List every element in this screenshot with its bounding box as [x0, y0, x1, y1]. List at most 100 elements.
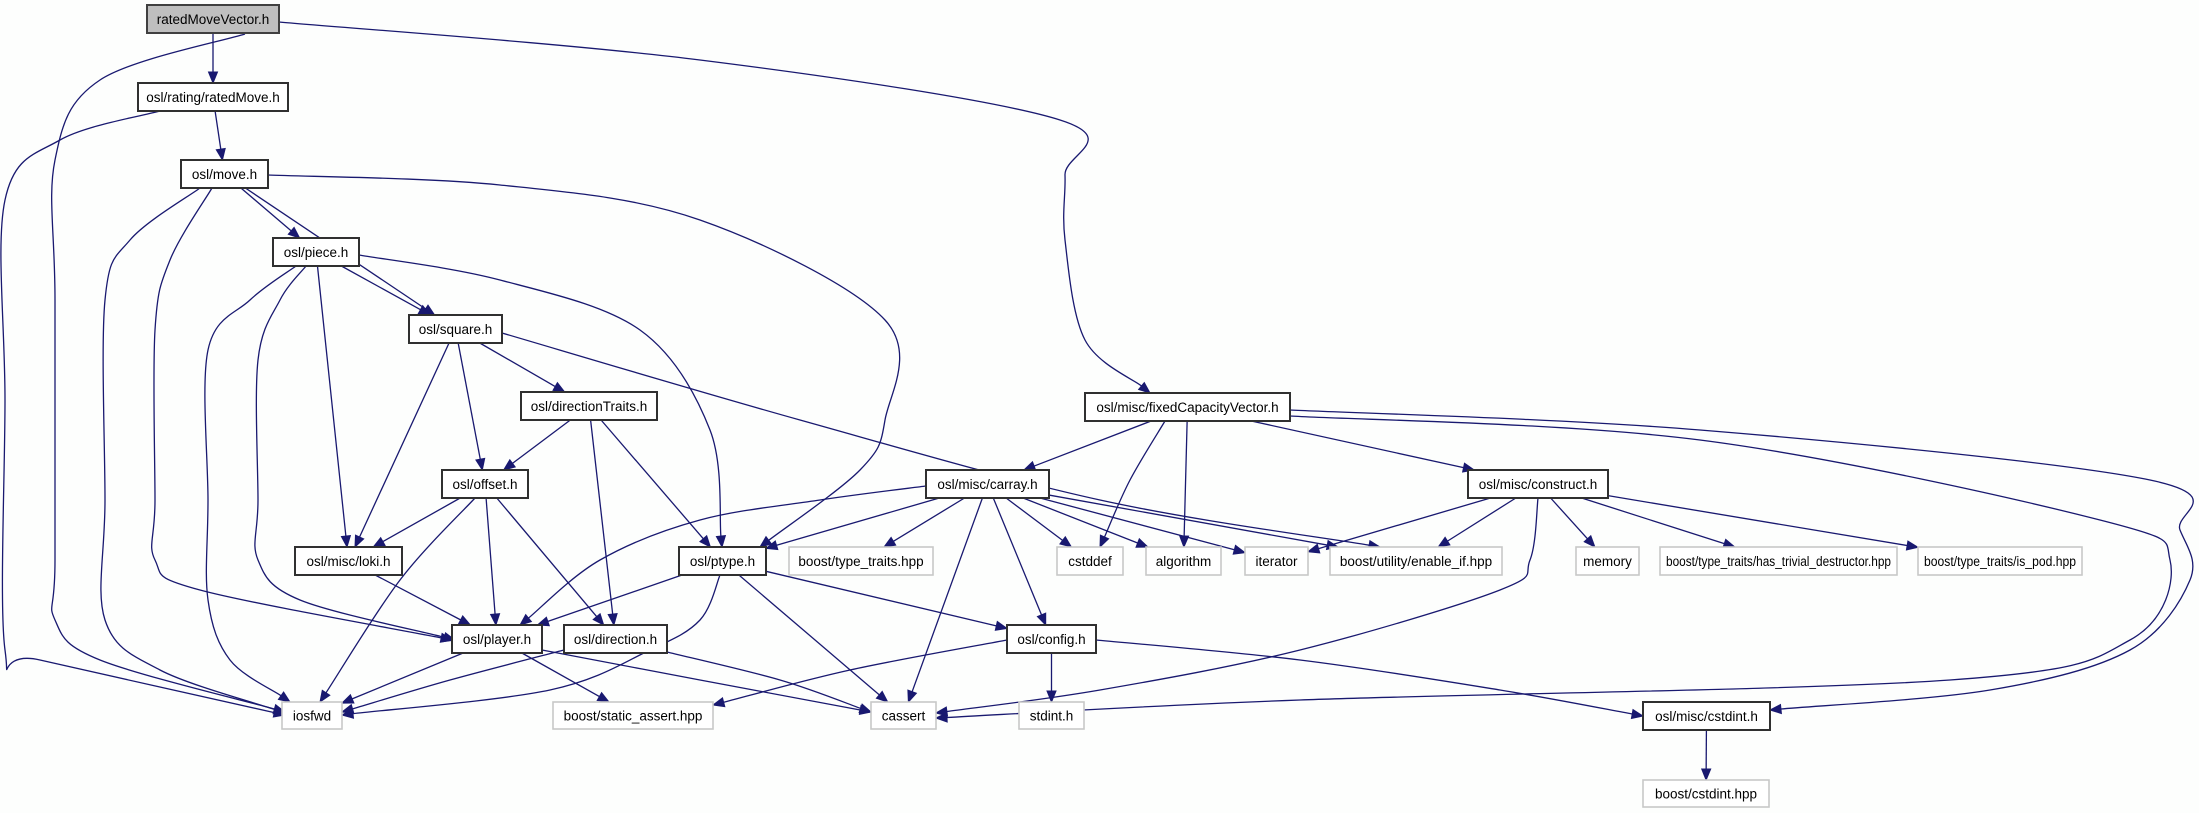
- node-box: [1642, 701, 1771, 731]
- edge-rmv-to-ratedMove: [207, 33, 219, 85]
- arrowhead-icon: [340, 693, 355, 704]
- edge-line: [278, 21, 1142, 387]
- edge-line: [946, 497, 1539, 713]
- arrowhead-icon: [1630, 708, 1645, 720]
- node-misc_cstdint[interactable]: osl/misc/cstdint.h: [1642, 701, 1771, 731]
- edge-ratedMove-to-iosfwd: [0, 110, 287, 718]
- node-loki[interactable]: osl/misc/loki.h: [294, 546, 403, 576]
- arrowhead-icon: [858, 703, 873, 714]
- arrowhead-icon: [287, 226, 301, 239]
- edge-line: [325, 497, 476, 694]
- node-label: boost/cstdint.hpp: [1655, 787, 1757, 802]
- node-ptype[interactable]: osl/ptype.h: [678, 546, 767, 576]
- edge-line: [911, 497, 984, 692]
- edge-construct-to-is_pod: [1607, 495, 1920, 551]
- edge-line: [51, 33, 275, 710]
- node-label: osl/direction.h: [574, 632, 657, 647]
- node-label: stdint.h: [1030, 709, 1074, 724]
- node-enable_if: boost/utility/enable_if.hpp: [1329, 546, 1503, 576]
- edge-misc_cstdint-to-boost_cstdint: [1700, 729, 1712, 782]
- edge-line: [214, 110, 222, 150]
- node-label: cstddef: [1068, 554, 1112, 569]
- edge-line: [1095, 639, 1633, 715]
- edge-square-to-enable_if: [501, 332, 1382, 551]
- edge-piece-to-square: [341, 265, 432, 316]
- node-box: [788, 546, 934, 576]
- node-label: algorithm: [1156, 554, 1212, 569]
- arrowhead-icon: [340, 703, 355, 714]
- node-config[interactable]: osl/config.h: [1006, 624, 1097, 654]
- node-dirTraits[interactable]: osl/directionTraits.h: [520, 391, 658, 421]
- arrowhead-icon: [592, 612, 605, 627]
- edges-layer: [0, 21, 2194, 782]
- edge-line: [240, 187, 292, 232]
- arrowhead-icon: [1099, 534, 1110, 549]
- arrowhead-icon: [354, 534, 365, 549]
- node-has_trivial: boost/type_traits/has_trivial_destructor…: [1659, 546, 1898, 576]
- edge-construct-to-memory: [1550, 497, 1596, 548]
- arrowhead-icon: [907, 689, 918, 704]
- arrowhead-icon: [711, 697, 726, 708]
- node-cstddef: cstddef: [1056, 546, 1124, 576]
- node-label: osl/square.h: [419, 322, 493, 337]
- node-ratedMove[interactable]: osl/rating/ratedMove.h: [137, 82, 289, 112]
- edge-line: [352, 649, 565, 710]
- edge-line: [479, 342, 556, 388]
- edge-construct-to-has_trivial: [1581, 497, 1737, 549]
- node-box: [1467, 469, 1609, 499]
- edge-config-to-stdint: [1046, 653, 1057, 704]
- arrowhead-icon: [882, 536, 897, 548]
- node-carray[interactable]: osl/misc/carray.h: [925, 469, 1050, 499]
- arrowhead-icon: [475, 457, 486, 472]
- node-memory: memory: [1575, 546, 1640, 576]
- node-box: [1642, 779, 1770, 808]
- node-construct[interactable]: osl/misc/construct.h: [1467, 469, 1609, 499]
- node-box: [294, 546, 403, 576]
- edge-line: [254, 265, 445, 638]
- edge-carray-to-player: [518, 485, 927, 626]
- arrowhead-icon: [934, 706, 949, 717]
- node-direction[interactable]: osl/direction.h: [563, 624, 668, 654]
- edge-line: [1289, 409, 2194, 710]
- arrowhead-icon: [536, 616, 551, 627]
- node-label: osl/ptype.h: [690, 554, 755, 569]
- node-player[interactable]: osl/player.h: [451, 624, 543, 654]
- edge-carray-to-config: [992, 497, 1047, 627]
- node-box: [520, 391, 658, 421]
- edge-piece-to-loki: [316, 265, 352, 549]
- node-fcv[interactable]: osl/misc/fixedCapacityVector.h: [1084, 392, 1291, 422]
- edge-line: [600, 419, 704, 540]
- node-label: osl/directionTraits.h: [531, 399, 648, 414]
- edge-fcv-to-misc_cstdint: [1289, 409, 2194, 715]
- edge-line: [723, 639, 1008, 703]
- arrowhead-icon: [715, 535, 727, 549]
- node-move[interactable]: osl/move.h: [180, 159, 269, 189]
- edge-ratedMove-to-move: [214, 110, 226, 162]
- edge-rmv-to-iosfwd: [51, 33, 287, 714]
- node-label: boost/type_traits/is_pod.hpp: [1924, 554, 2076, 569]
- node-offset[interactable]: osl/offset.h: [441, 469, 529, 499]
- node-label: iterator: [1255, 554, 1298, 569]
- edge-line: [1251, 420, 1464, 469]
- edge-offset-to-player: [485, 497, 501, 627]
- arrowhead-icon: [372, 536, 386, 548]
- edge-direction-to-cassert: [666, 651, 873, 714]
- node-label: osl/misc/fixedCapacityVector.h: [1096, 400, 1278, 415]
- node-label: boost/type_traits/has_trivial_destructor…: [1666, 554, 1891, 569]
- node-label: osl/misc/loki.h: [306, 554, 390, 569]
- node-label: cassert: [882, 709, 926, 724]
- edge-construct-to-enable_if: [1437, 497, 1517, 548]
- edge-carray-to-iterator: [1039, 497, 1247, 555]
- edge-config-to-misc_cstdint: [1095, 639, 1645, 720]
- edge-line: [1607, 495, 1908, 547]
- node-label: osl/offset.h: [452, 477, 517, 492]
- edge-line: [992, 497, 1043, 616]
- edge-line: [374, 574, 461, 621]
- edge-line: [1447, 497, 1517, 542]
- node-square[interactable]: osl/square.h: [408, 314, 503, 344]
- node-boost_cstdint: boost/cstdint.hpp: [1642, 779, 1770, 808]
- edge-construct-to-cassert: [934, 497, 1539, 717]
- arrowhead-icon: [1905, 540, 1920, 551]
- node-piece[interactable]: osl/piece.h: [272, 237, 360, 267]
